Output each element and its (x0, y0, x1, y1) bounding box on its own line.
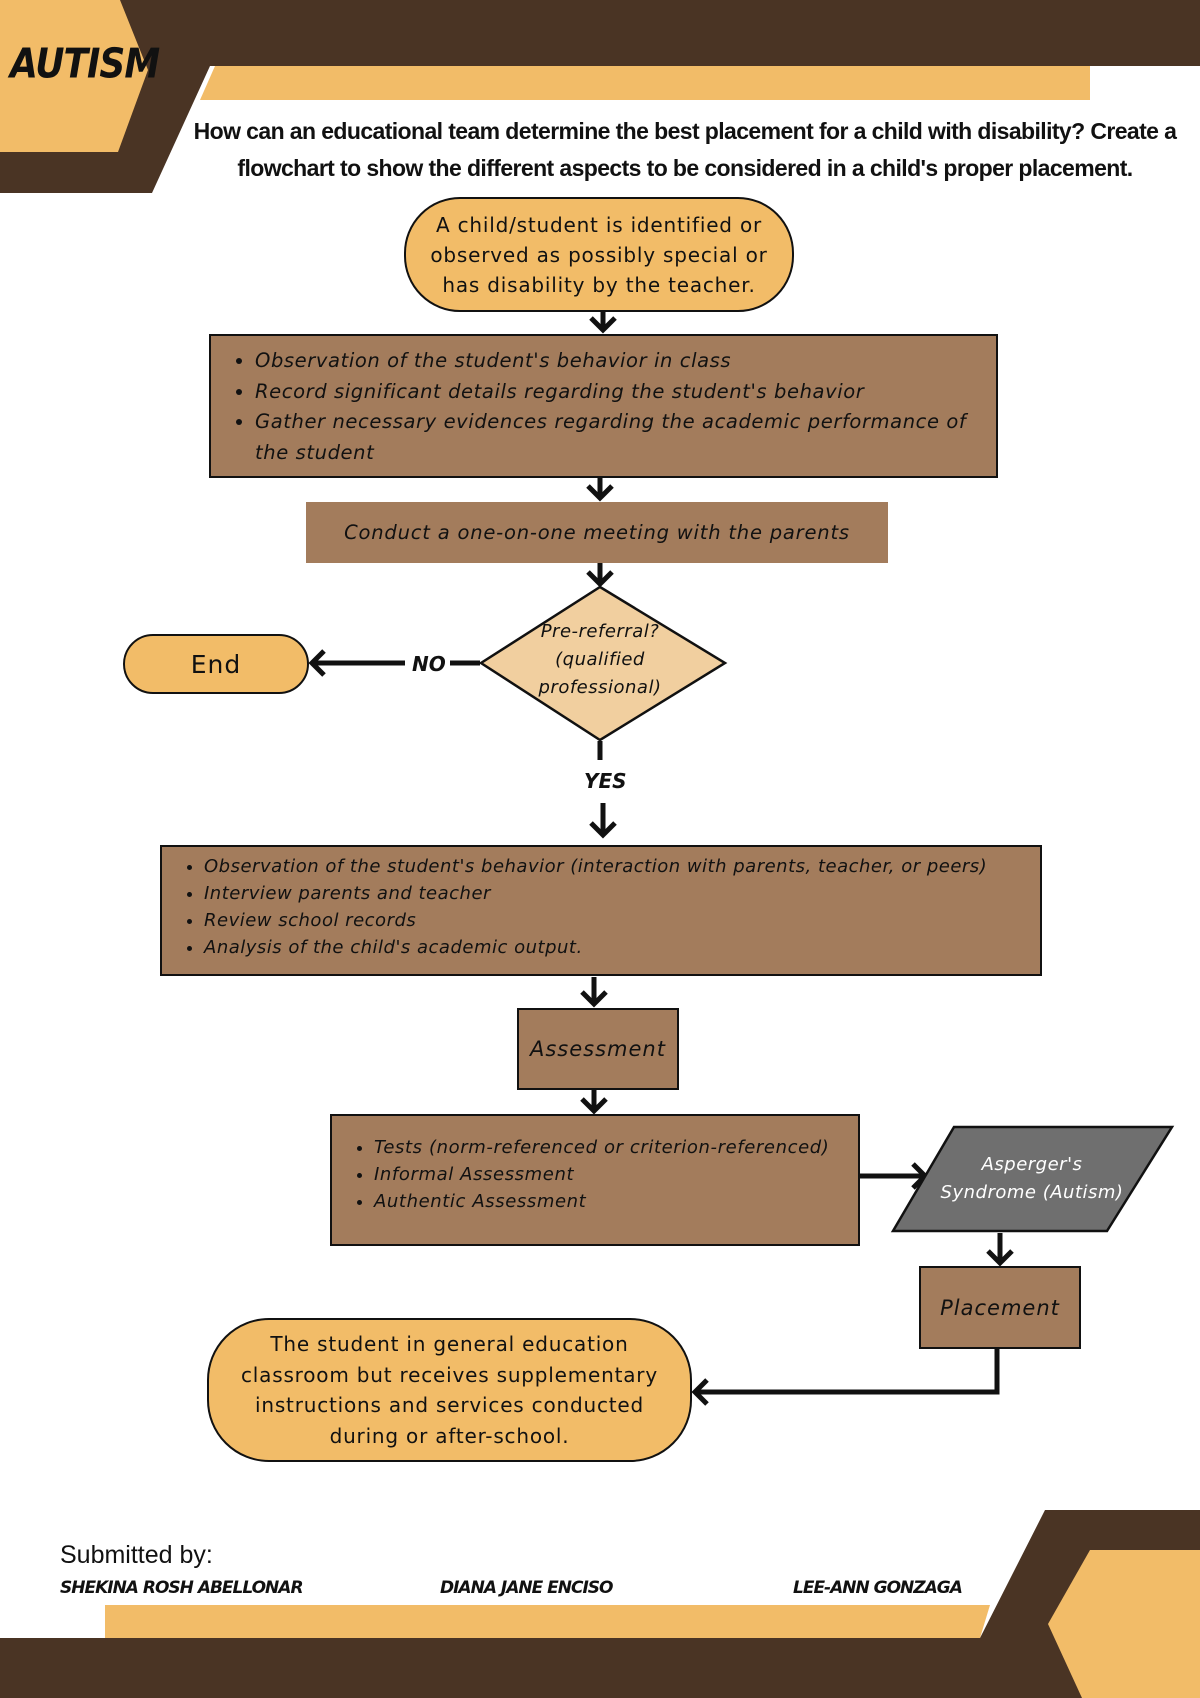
arrow-placement-outcome (695, 1348, 1000, 1395)
arrowhead-end (308, 649, 326, 677)
meeting-box: Conduct a one-on-one meeting with the pa… (306, 502, 888, 563)
referral-box: Observation of the student's behavior (i… (160, 845, 1042, 976)
arrowhead-6 (580, 1097, 608, 1115)
top-dark-band (0, 0, 1200, 193)
arrowhead-2 (586, 484, 614, 502)
start-node-text: A child/student is identified or observe… (430, 212, 768, 297)
outcome-text: The student in general education classro… (241, 1332, 658, 1448)
top-gold-bar (200, 66, 1090, 100)
list-item: Authentic Assessment (374, 1188, 852, 1215)
referral-list: Observation of the student's behavior (i… (162, 853, 1030, 961)
end-node-text: End (190, 649, 242, 679)
author-name: DIANA JANE ENCISO (440, 1578, 613, 1598)
arrowhead-3 (586, 570, 614, 588)
placement-text: Placement (940, 1295, 1060, 1320)
meeting-text: Conduct a one-on-one meeting with the pa… (344, 521, 850, 544)
list-item: Informal Assessment (374, 1161, 852, 1188)
assessment-items-box: Tests (norm-referenced or criterion-refe… (330, 1114, 860, 1246)
list-item: Record significant details regarding the… (255, 377, 982, 408)
title-tag-shape (0, 0, 148, 152)
arrowhead-5 (580, 990, 608, 1008)
start-node: A child/student is identified or observe… (404, 197, 794, 312)
list-item: Observation of the student's behavior in… (255, 346, 982, 377)
title-tag: AUTISM (10, 40, 160, 89)
assessment-text: Assessment (530, 1037, 666, 1061)
arrowhead-yes (589, 821, 617, 839)
bottom-gold-bar (105, 1605, 990, 1638)
outcome-node: The student in general education classro… (207, 1318, 692, 1462)
observation-list: Observation of the student's behavior in… (211, 346, 982, 468)
list-item: Analysis of the child's academic output. (204, 934, 1030, 961)
arrowhead-9 (691, 1378, 709, 1406)
arrowhead-8 (986, 1249, 1014, 1267)
arrowhead-1 (589, 316, 617, 334)
list-item: Gather necessary evidences regarding the… (255, 407, 982, 468)
bottom-dark-band (0, 1510, 1200, 1698)
bottom-tag-shape (1048, 1550, 1200, 1698)
assessment-items-list: Tests (norm-referenced or criterion-refe… (332, 1134, 852, 1215)
assessment-box: Assessment (517, 1008, 679, 1090)
diagnosis-parallelogram (890, 1125, 1175, 1233)
observation-box: Observation of the student's behavior in… (209, 334, 998, 478)
diagnosis-text: Asperger's Syndrome (Autism) (940, 1154, 1124, 1203)
decision-text: Pre-referral? (qualified professional) (538, 621, 662, 698)
no-label: NO (412, 652, 446, 676)
end-node: End (123, 634, 309, 694)
author-name: LEE-ANN GONZAGA (793, 1578, 963, 1598)
list-item: Observation of the student's behavior (i… (204, 853, 1030, 880)
decision-diamond (478, 585, 728, 742)
list-item: Tests (norm-referenced or criterion-refe… (374, 1134, 852, 1161)
list-item: Review school records (204, 907, 1030, 934)
list-item: Interview parents and teacher (204, 880, 1030, 907)
question-text: How can an educational team determine th… (193, 118, 1177, 181)
author-name: SHEKINA ROSH ABELLONAR (60, 1578, 304, 1598)
yes-label: YES (584, 769, 627, 793)
submitted-label: Submitted by: (60, 1541, 213, 1569)
placement-box: Placement (919, 1266, 1081, 1349)
